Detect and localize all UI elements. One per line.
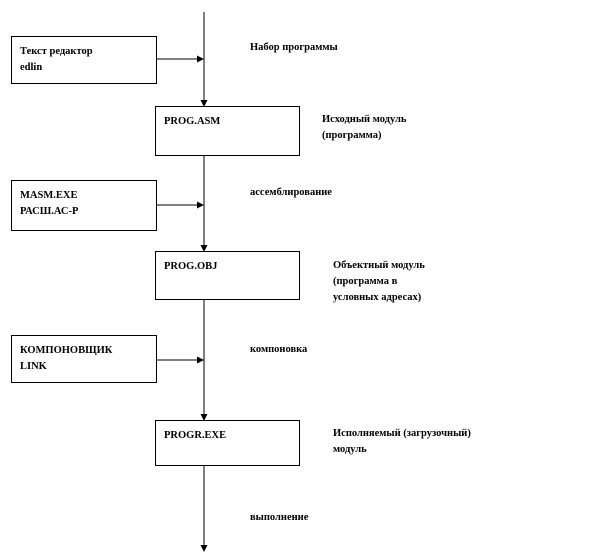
step-label-assembling: ассемблирование — [250, 187, 332, 198]
module-box-label: PROG.ASM — [164, 116, 221, 127]
step-label-execution: выполнение — [250, 512, 309, 523]
side-box-line: MASM.EXE — [20, 190, 78, 201]
side-box-line: РАСШ.АС-Р — [20, 206, 79, 217]
module-box-label: PROGR.EXE — [164, 430, 227, 441]
side-box-line: КОМПОНОВЩИК — [20, 345, 113, 356]
module-note-line: (программа) — [322, 130, 382, 141]
side-box-line: Текст редактор — [20, 46, 93, 57]
side-box-editor: Текст редактор edlin — [11, 36, 157, 84]
module-note-line: Исходный модуль — [322, 114, 407, 125]
module-note-object: Объектный модуль (программа в условных а… — [333, 258, 425, 306]
module-box-obj: PROG.OBJ — [155, 251, 300, 300]
side-box-linker: КОМПОНОВЩИК LINK — [11, 335, 157, 383]
module-note-line: модуль — [333, 444, 367, 455]
module-note-line: Объектный модуль — [333, 260, 425, 271]
module-note-source: Исходный модуль (программа) — [322, 112, 406, 144]
module-box-exe: PROGR.EXE — [155, 420, 300, 466]
module-box-asm: PROG.ASM — [155, 106, 300, 156]
step-label-linking: компоновка — [250, 344, 308, 355]
module-note-line: (программа в — [333, 276, 398, 287]
module-note-line: условных адресах) — [333, 292, 422, 303]
side-box-assembler: MASM.EXE РАСШ.АС-Р — [11, 180, 157, 231]
module-note-line: Исполняемый (загрузочный) — [333, 428, 471, 439]
side-box-line: LINK — [20, 361, 47, 372]
side-box-line: edlin — [20, 62, 43, 73]
step-label-typing: Набор программы — [250, 42, 338, 53]
module-box-label: PROG.OBJ — [164, 261, 218, 272]
module-note-executable: Исполняемый (загрузочный) модуль — [333, 426, 471, 458]
